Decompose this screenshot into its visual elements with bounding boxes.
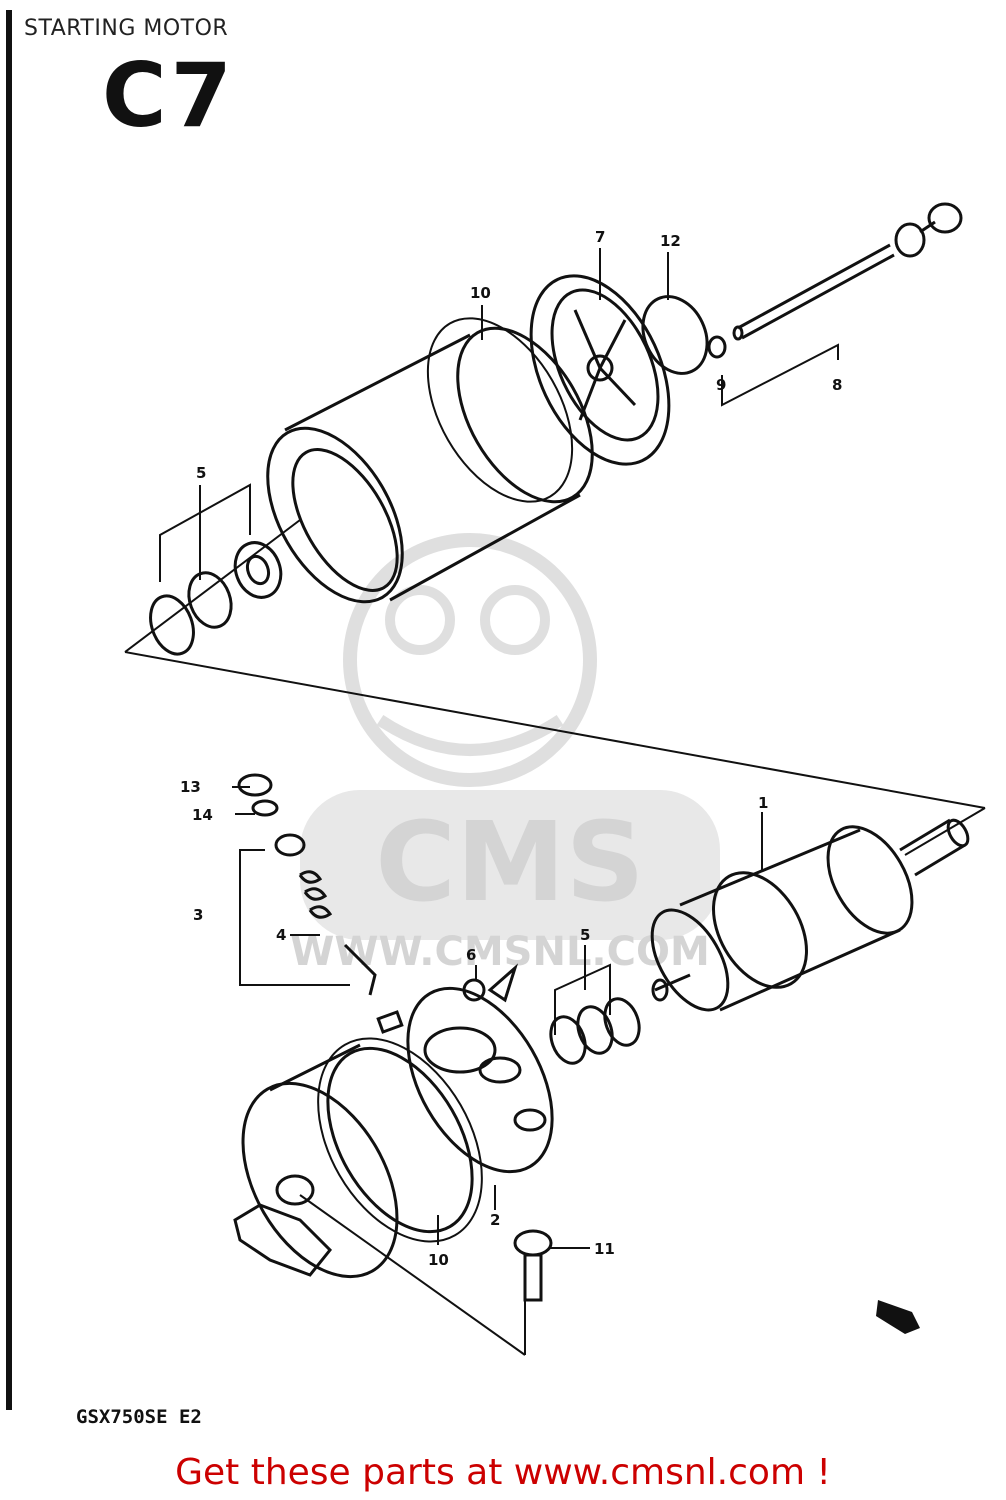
callout-7: 7: [595, 228, 605, 246]
armature: [650, 818, 970, 1012]
callout-9: 9: [716, 376, 726, 394]
nut-and-washer: [237, 773, 279, 817]
front-end-cover: [233, 1043, 474, 1279]
callout-1: 1: [758, 794, 768, 812]
leader-lines: [159, 248, 839, 1356]
brush-spring-set: [274, 833, 404, 1034]
direction-arrow-icon: [876, 1300, 920, 1334]
callout-10: 10: [470, 284, 491, 302]
section-code: C7: [102, 44, 236, 147]
page-title: STARTING MOTOR: [24, 16, 229, 41]
callout-6: 6: [466, 946, 476, 964]
callout-13: 13: [180, 778, 201, 796]
callout-8: 8: [832, 376, 842, 394]
washer: [707, 335, 727, 359]
gasket-lower: [317, 1037, 483, 1243]
callout-3: 3: [193, 906, 203, 924]
o-ring: [641, 295, 709, 375]
washer-set-upper: [149, 541, 283, 656]
separator-lines: [124, 519, 986, 856]
cms-parts-link[interactable]: Get these parts at www.cmsnl.com !: [175, 1452, 831, 1493]
model-code: GSX750SE E2: [76, 1406, 202, 1428]
callout-4: 4: [276, 926, 286, 944]
watermark-url: WWW.CMSNL.COM: [290, 929, 710, 975]
through-bolt: [732, 202, 963, 341]
callout-11: 11: [594, 1240, 615, 1258]
gasket-upper: [426, 317, 574, 503]
callout-5-lower: 5: [580, 926, 590, 944]
callout-2: 2: [490, 1211, 500, 1229]
watermark-brand: CMS: [375, 798, 644, 926]
screw: [513, 1229, 553, 1302]
callout-10-lower: 10: [428, 1251, 449, 1269]
callout-12: 12: [660, 232, 681, 250]
washer-set-lower: [549, 997, 641, 1065]
cms-watermark: CMS WWW.CMSNL.COM: [290, 533, 720, 975]
callout-5: 5: [196, 464, 206, 482]
brush-holder-plate: [406, 986, 554, 1174]
callout-14: 14: [192, 806, 213, 824]
bushing: [462, 963, 519, 1003]
left-border-rule: [6, 10, 12, 1410]
yoke-housing: [266, 326, 594, 604]
